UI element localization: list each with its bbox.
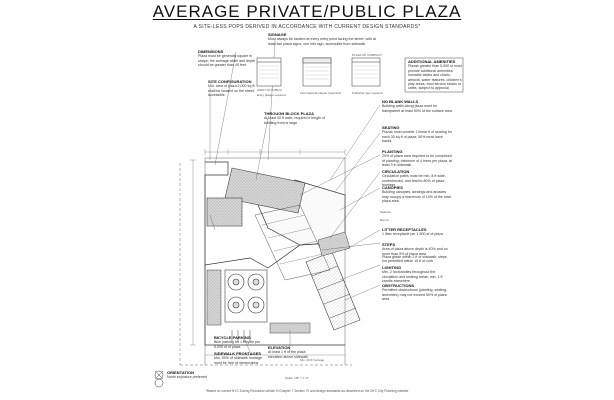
planting-bed-left [206,197,243,227]
label-publisher-sign: Publisher sign required [352,91,383,95]
label-sidewalk-dimension: Min. 40 ft frontage [300,358,325,362]
note-seating: SEATING Plazas must provide 1 linear ft … [382,125,452,144]
note-no-blank-walls: NO BLANK WALLS Building walls along plaz… [382,99,452,113]
bicycle-racks [231,330,251,342]
note-site-configuration: SITE CONFIGURATION Min. area of plaza 2,… [208,79,256,98]
footer-note: *Based on current NYC Zoning Resolution … [205,389,409,393]
note-canopies: CANOPIES Building canopies, awnings and … [382,185,451,204]
right-planter-strip [305,231,361,331]
dimension-lines [190,149,346,356]
planting-bed-top [224,167,306,214]
label-open-to-public: OPEN TO PUBLIC [257,88,283,92]
label-setback: Setback [380,210,391,214]
label-bench: Bench [380,218,389,222]
note-pavement: Plaza grade within 2 ft of sidewalk; ste… [382,255,447,264]
seating-tables [224,269,268,323]
note-elevation: ELEVATION At least 1 ft of the plaza ele… [268,345,308,359]
signage-boxes [256,57,381,87]
note-bicycle-parking: BICYCLE PARKING Bike parking for 1 bicyc… [214,335,261,349]
note-obstructions: OBSTRUCTIONS Permitted obstructions (pla… [382,283,448,302]
note-dimensions: DIMENSIONS Plaza must be generally squar… [198,49,256,68]
note-steps: STEPS Area of plaza above depth is 40% a… [382,242,448,256]
label-scale: Scale: 1/8" = 1'-0" [285,376,309,380]
page-subtitle: A SITE-LESS POPS DERIVED IN ACCORDANCE W… [193,24,421,30]
lower-planting [206,269,311,334]
note-additional-amenities: ADDITIONAL AMENITIES Plazas greater than… [408,59,462,91]
page-title: AVERAGE PRIVATE/PUBLIC PLAZA [152,2,462,21]
label-entry-plaque: Entry plaque required [257,93,286,97]
amenities-box [404,57,464,93]
label-info-plaque: Informational plaque (required) [300,91,342,95]
note-sidewalk-frontages: SIDEWALK FRONTAGES Min. 50% of sidewalk … [214,351,262,365]
compass-icon [154,370,164,388]
label-plaza-compact: PLAZA OF COMPACT [352,53,382,57]
note-lighting: LIGHTING Min. 2 footcandles throughout t… [382,265,443,284]
note-through-block: THROUGH BLOCK PLAZA At least 40 ft wide,… [264,111,326,125]
note-orientation: ORIENTATION North exposure preferred [167,370,208,380]
note-circulation: CIRCULATION Circulation paths must be mi… [382,169,446,188]
note-litter: LITTER RECEPTACLES 1 litter receptacle p… [382,227,443,237]
note-planting: PLANTING 20% of plaza area required to b… [382,149,452,168]
note-signage: SIGNAGE Must always be located at every … [268,32,376,46]
